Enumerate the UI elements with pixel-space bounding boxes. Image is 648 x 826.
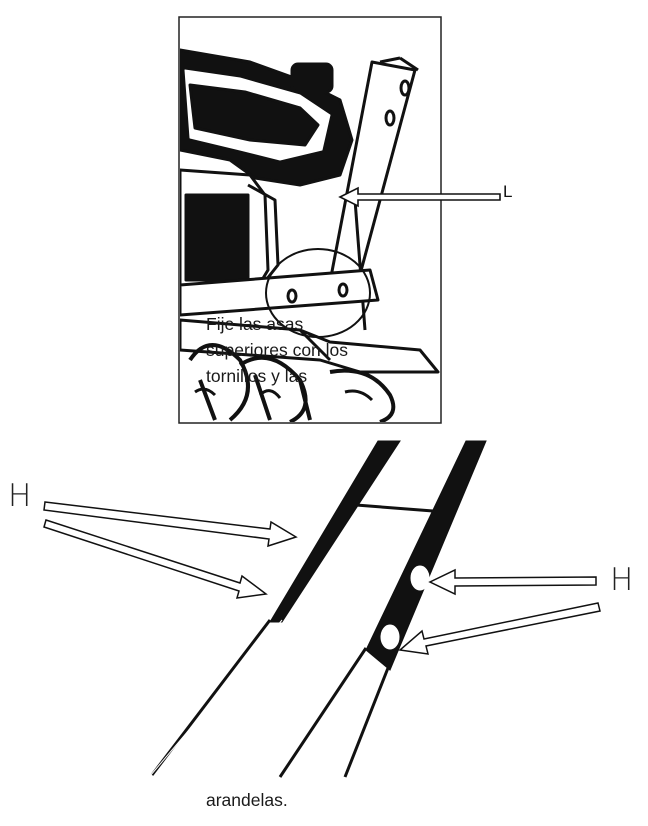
tines bbox=[188, 343, 396, 422]
label-l: L bbox=[503, 182, 513, 201]
instruction-text: Fije las asas superiores con los tornill… bbox=[206, 311, 348, 389]
instruction-line-1: Fije las asas bbox=[206, 314, 304, 334]
instruction-line-3: tornillos y las bbox=[206, 366, 308, 386]
pointer-arrows-h-left bbox=[43, 501, 298, 599]
bolt-hole-upper bbox=[410, 565, 430, 591]
pointer-arrow-l bbox=[338, 186, 501, 208]
instruction-continuation: arandelas. bbox=[206, 790, 288, 810]
handle-tubes-illustration bbox=[149, 440, 487, 778]
mount-bracket bbox=[180, 268, 380, 317]
lower-guard bbox=[180, 318, 440, 374]
engine-cap bbox=[290, 62, 334, 94]
bolt-hole-lower bbox=[380, 624, 400, 650]
detail-circle bbox=[265, 248, 371, 338]
instruction-line-2: superiores con los bbox=[206, 340, 349, 360]
label-h-right: H bbox=[610, 562, 634, 598]
pointer-arrows-h-right bbox=[398, 568, 601, 655]
label-h-left: H bbox=[8, 478, 32, 514]
